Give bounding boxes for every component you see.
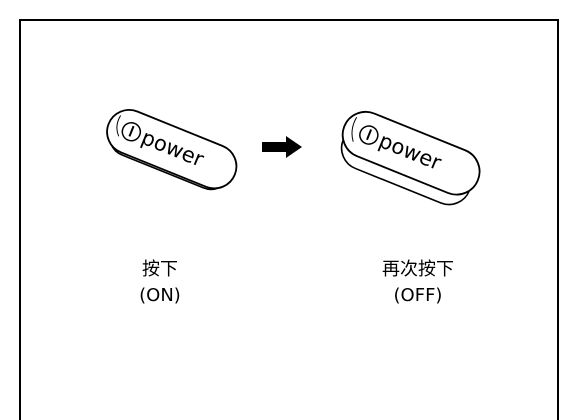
label-off: 再次按下 (OFF) — [358, 257, 478, 309]
power-button-on: power — [106, 109, 238, 191]
label-on-line2: (ON) — [139, 285, 181, 306]
power-symbol-icon — [121, 121, 142, 142]
label-off-line1: 再次按下 — [382, 259, 454, 280]
power-button-off: power — [340, 110, 481, 206]
diagram-frame — [19, 19, 559, 420]
label-off-line2: (OFF) — [393, 285, 443, 306]
power-symbol-icon — [359, 125, 379, 145]
label-on: 按下 (ON) — [110, 257, 210, 309]
label-on-line1: 按下 — [142, 259, 178, 280]
right-arrow-icon — [262, 136, 302, 158]
